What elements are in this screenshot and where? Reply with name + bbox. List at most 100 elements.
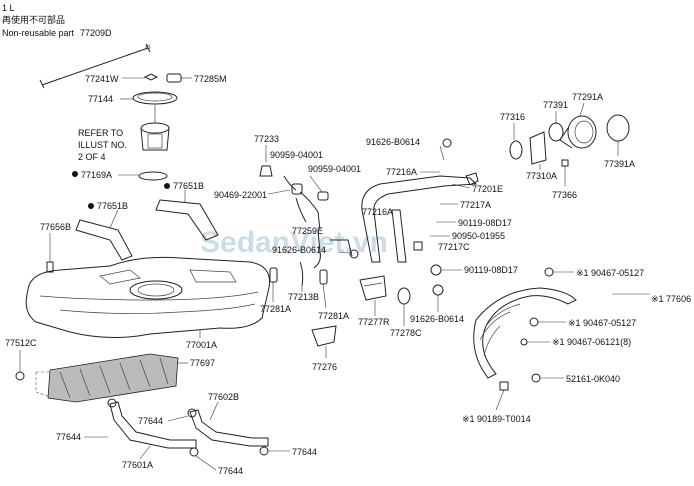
label-77391a: 77391A xyxy=(604,159,635,169)
label-91626-c: 91626-B0614 xyxy=(410,314,464,324)
part-77281a-clamp-b xyxy=(319,269,328,309)
part-90467-clip-c xyxy=(520,338,550,346)
label-90469: 90469-22001 xyxy=(214,190,267,200)
label-90959-a: 90959-04001 xyxy=(270,150,323,160)
part-77291a-filler-housing xyxy=(559,102,597,149)
label-77644-b: 77644 xyxy=(56,432,81,442)
refer-note-line3: 2 OF 4 xyxy=(78,152,106,162)
label-90467-c: ※1 90467-06121(8) xyxy=(552,337,631,347)
leader-77644-d xyxy=(195,455,217,471)
part-77169a-gasket xyxy=(118,171,168,181)
label-77310a: 77310A xyxy=(526,171,557,181)
part-77209d-strap xyxy=(39,43,151,89)
part-77201e-filler-pipe xyxy=(361,172,479,263)
part-90119-bolt-b xyxy=(430,264,462,276)
part-77276-bracket xyxy=(311,325,337,358)
label-90959-b: 90959-04001 xyxy=(308,164,361,174)
label-77216a-b: 77216A xyxy=(362,207,393,217)
header-line2: 再使用不可部品 xyxy=(2,14,65,25)
part-77213b-hose xyxy=(299,261,304,292)
label-77281a-a: 77281A xyxy=(260,304,291,314)
label-77697: 77697 xyxy=(190,358,215,368)
part-77651b-protector-strips xyxy=(75,190,219,261)
label-77285m: 77285M xyxy=(194,74,227,84)
label-90119-b: 90119-08D17 xyxy=(464,265,518,275)
part-77316-ring xyxy=(509,123,523,160)
part-77656b-cushion xyxy=(46,233,54,273)
part-77241w-clip xyxy=(122,73,159,81)
non-reusable-dot-icon xyxy=(164,183,170,189)
part-77606-fender-liner xyxy=(473,287,577,379)
label-77278c: 77278C xyxy=(390,328,422,338)
non-reusable-dot-icon xyxy=(88,203,94,209)
label-77656b: 77656B xyxy=(40,222,71,232)
leader-77602b xyxy=(209,401,219,421)
part-77391-seal xyxy=(548,111,564,142)
part-77310a-cover xyxy=(529,131,547,170)
part-77697-heat-shield xyxy=(35,353,188,403)
label-52161: 52161-0K040 xyxy=(566,374,620,384)
label-77512c: 77512C xyxy=(5,338,37,348)
label-77644-d: 77644 xyxy=(218,466,243,476)
header-line1: 1 L xyxy=(2,3,15,13)
label-77144: 77144 xyxy=(88,94,113,104)
part-91626-bolt-b xyxy=(439,138,452,161)
label-77644-a: 77644 xyxy=(138,416,163,426)
part-77217c-clip xyxy=(413,241,423,251)
part-77602b-tank-band xyxy=(187,408,269,456)
leader-77601a xyxy=(139,445,151,460)
label-77241w: 77241W xyxy=(85,74,119,84)
label-90467-a: ※1 90467-05127 xyxy=(576,268,644,278)
part-77277r-protector xyxy=(359,275,387,316)
label-77316: 77316 xyxy=(500,112,525,122)
part-91626-bolt-a xyxy=(337,249,359,259)
label-77276: 77276 xyxy=(312,362,337,372)
label-77277r: 77277R xyxy=(358,317,390,327)
part-77366-screw xyxy=(561,159,569,186)
label-90189: ※1 90189-T0014 xyxy=(462,414,531,424)
header-line3-code: 77209D xyxy=(80,28,112,38)
label-77651b-lower: 77651B xyxy=(97,201,128,211)
part-77512c-cushion xyxy=(15,350,25,381)
label-77217c: 77217C xyxy=(438,242,470,252)
label-77651b-upper: 77651B xyxy=(173,181,204,191)
part-91626-bolt-c xyxy=(432,284,444,312)
part-52161-screw xyxy=(531,373,564,383)
part-77391a-ring xyxy=(606,114,630,156)
part-77233-tube xyxy=(259,145,273,177)
label-77601a: 77601A xyxy=(122,460,153,470)
label-77216a-a: 77216A xyxy=(386,167,417,177)
part-77144-fuel-pump-ring xyxy=(120,91,178,105)
part-77278c-grommet xyxy=(397,287,411,326)
non-reusable-dot-icon xyxy=(72,171,78,177)
part-90467-clip-a xyxy=(544,267,574,277)
label-90950: 90950-01955 xyxy=(452,231,505,241)
label-77001a: 77001A xyxy=(186,340,217,350)
label-77213b: 77213B xyxy=(288,292,319,302)
part-90189-nut xyxy=(495,381,509,411)
part-77281a-clamp-a xyxy=(269,267,278,302)
part-77001a-fuel-tank xyxy=(25,256,270,339)
leader-77644-a xyxy=(167,415,189,422)
part-77285m-connector xyxy=(166,73,192,83)
label-77602b: 77602B xyxy=(208,392,239,402)
label-77606: ※1 77606 xyxy=(651,294,691,304)
part-77601a-tank-band xyxy=(107,398,199,457)
label-91626-b: 91626-B0614 xyxy=(366,137,420,147)
refer-note-line1: REFER TO xyxy=(78,128,123,138)
label-90119-a: 90119-08D17 xyxy=(458,218,512,228)
part-vent-hoses xyxy=(267,175,353,269)
label-77291a: 77291A xyxy=(572,92,603,102)
label-77169a: 77169A xyxy=(81,170,112,180)
watermark-text: SedanViet.vn xyxy=(200,226,388,259)
part-fuel-pump-assy xyxy=(140,105,170,151)
label-77201e: 77201E xyxy=(472,184,503,194)
label-77366: 77366 xyxy=(552,190,577,200)
header-line3: Non-reusable part xyxy=(2,28,75,38)
label-77391: 77391 xyxy=(543,100,568,110)
label-77281a-b: 77281A xyxy=(318,311,349,321)
label-77644-c: 77644 xyxy=(292,447,317,457)
part-90467-clip-b xyxy=(529,317,566,327)
label-77259e: 77259E xyxy=(292,226,323,236)
